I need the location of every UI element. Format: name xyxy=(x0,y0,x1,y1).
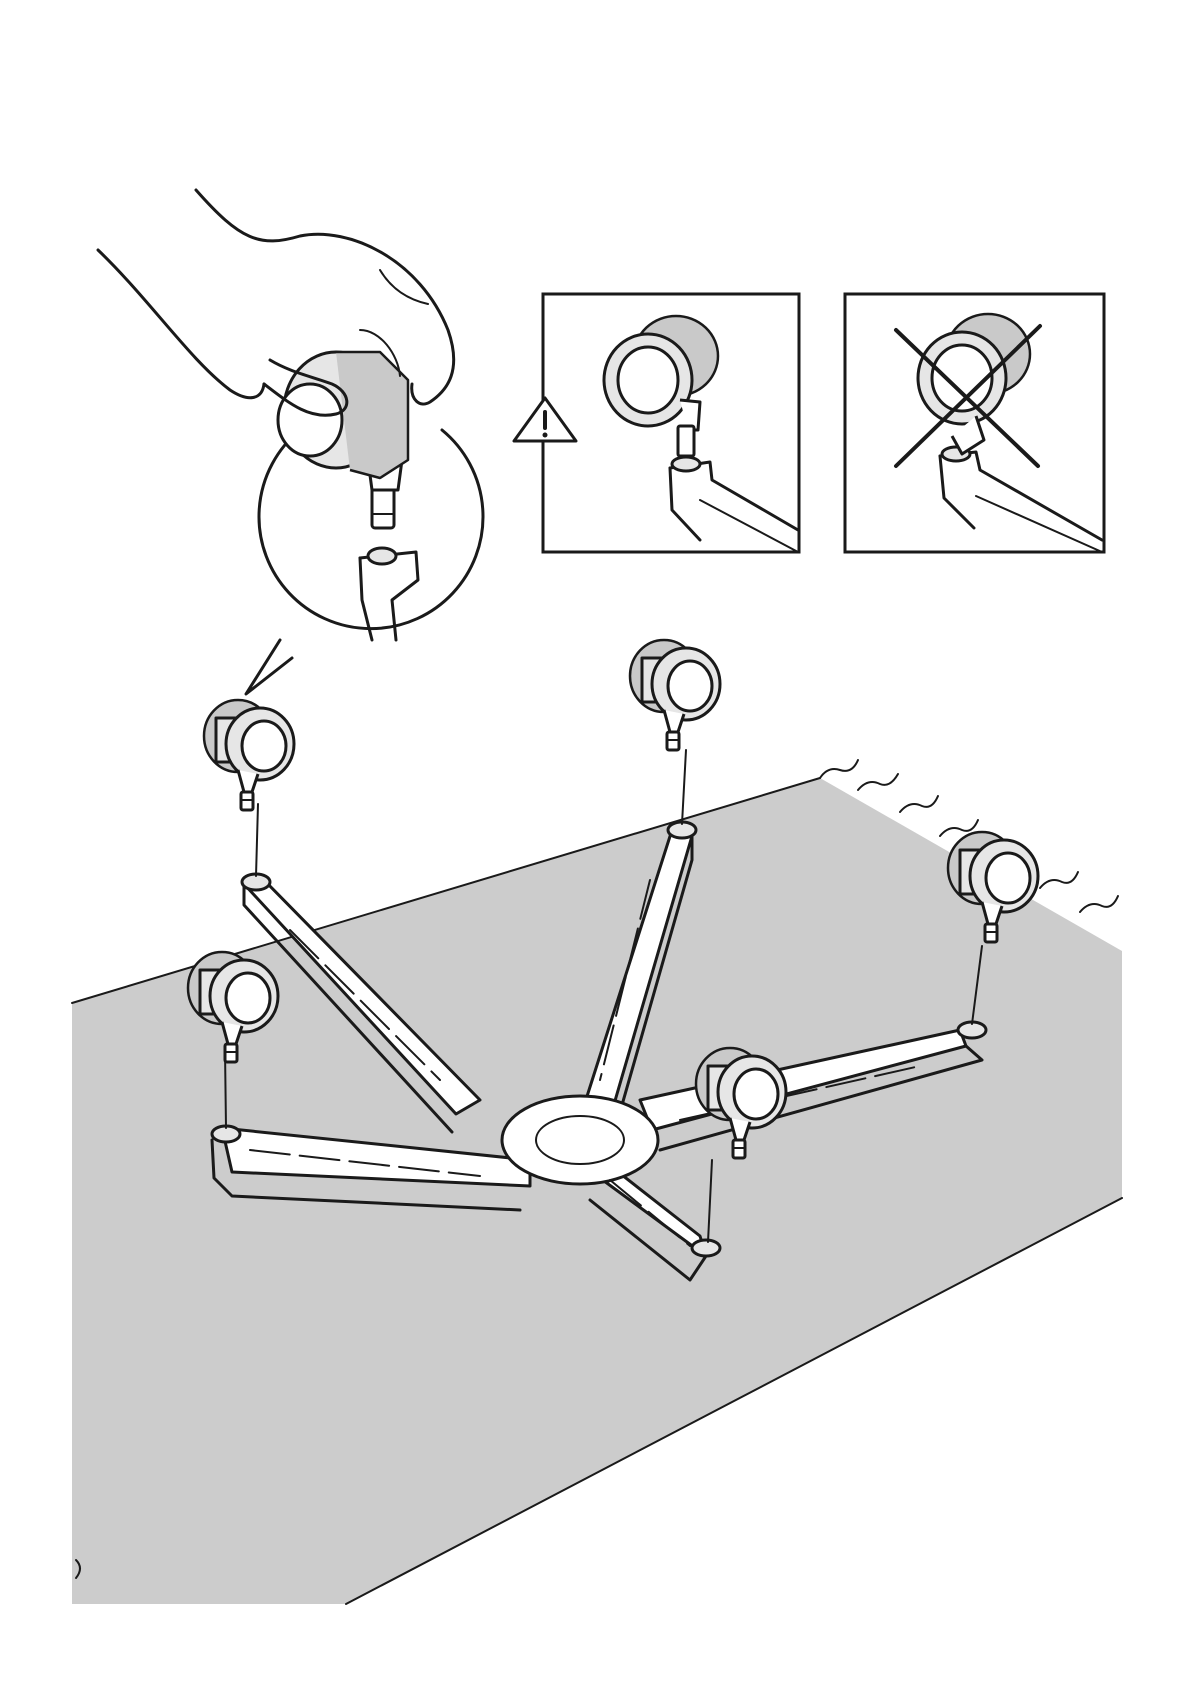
hand-holding-caster xyxy=(98,190,454,478)
caster-back-left xyxy=(204,700,294,810)
panel-correct xyxy=(543,294,799,552)
caster-back-right xyxy=(630,640,720,750)
panel-incorrect xyxy=(845,294,1104,552)
